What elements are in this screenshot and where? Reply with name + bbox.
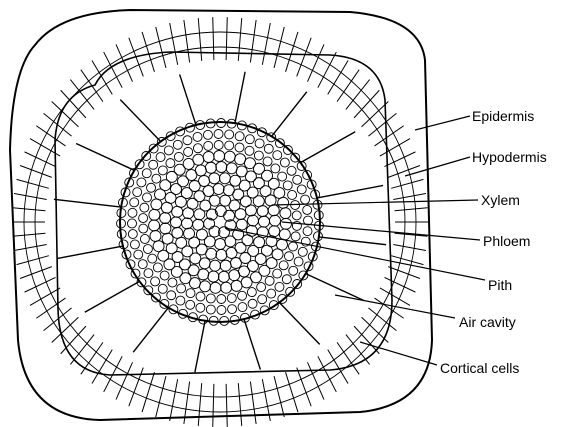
cell-wall [213, 17, 214, 60]
cortical-partition [235, 72, 245, 123]
label-air-cavity: Air cavity [459, 314, 516, 330]
cortical-partition [120, 100, 160, 142]
cell-wall [375, 298, 404, 318]
cell-wall [156, 27, 166, 68]
cell-wall [384, 277, 415, 292]
cell-wall [198, 383, 201, 426]
cell-wall [395, 208, 428, 211]
cell-wall [391, 179, 423, 188]
cell-wall [297, 368, 311, 407]
label-hypodermis: Hypodermis [472, 149, 547, 165]
cell-wall [393, 193, 426, 199]
cell-wall [20, 267, 52, 279]
cortical-partition [85, 281, 140, 312]
cortical-partition [279, 302, 319, 344]
cortical-partition [319, 237, 386, 245]
cortical-partition [317, 185, 383, 197]
labels: Epidermis Hypodermis Xylem Phloem Pith A… [440, 108, 547, 376]
cell-wall [250, 382, 256, 424]
cell-wall [274, 27, 284, 68]
cell-wall [250, 20, 256, 62]
cell-wall [262, 23, 270, 65]
cortical-partition [57, 246, 123, 258]
cell-wall [184, 20, 190, 62]
cortical-partition [54, 199, 121, 207]
cell-wall [17, 179, 49, 188]
cell-wall [170, 379, 178, 421]
cortical-partition [306, 274, 364, 301]
cell-wall [20, 165, 52, 177]
cell-wall [384, 152, 415, 167]
leader-air-cavity [335, 295, 455, 318]
cell-wall [238, 18, 241, 61]
cell-wall [393, 245, 426, 251]
cell-wall [391, 256, 423, 265]
cell-wall [142, 32, 154, 72]
label-xylem: Xylem [481, 192, 520, 208]
cell-wall [25, 277, 56, 292]
cell-wall [286, 372, 298, 412]
cell-wall [226, 384, 227, 427]
cell-wall [13, 208, 46, 211]
cell-wall [14, 245, 47, 251]
cell-wall [17, 256, 49, 265]
cortical-partition [272, 92, 307, 137]
label-cortical-cells: Cortical cells [440, 360, 519, 376]
cell-wall [274, 376, 284, 417]
cell-wall [238, 383, 241, 426]
cell-wall [198, 18, 201, 61]
label-pith: Pith [488, 277, 512, 293]
cell-wall [286, 32, 298, 72]
cell-wall [25, 152, 56, 167]
cortical-partition [133, 308, 168, 353]
cell-wall [36, 298, 65, 318]
cortical-partition [180, 74, 196, 124]
cell-wall [14, 193, 47, 199]
cortical-partition [195, 321, 205, 372]
leader-hypodermis [405, 157, 470, 176]
label-epidermis: Epidermis [472, 108, 534, 124]
cell-wall [170, 23, 178, 65]
cell-wall [318, 356, 336, 392]
label-phloem: Phloem [483, 233, 530, 249]
cell-wall [129, 368, 143, 407]
cell-wall [156, 376, 166, 417]
cell-wall [318, 52, 336, 88]
cell-wall [36, 126, 65, 146]
cell-wall [375, 126, 404, 146]
cortical-partition [300, 132, 355, 163]
vascular-cylinder [117, 119, 324, 326]
cell-wall [142, 372, 154, 412]
cell-wall [388, 165, 420, 177]
leader-epidermis [415, 116, 470, 130]
cell-wall [129, 38, 143, 77]
cortical-partition [244, 319, 260, 369]
cell-wall [213, 384, 214, 427]
cortical-partition [76, 143, 134, 170]
leader-cortical-cells [360, 342, 437, 365]
cell-wall [297, 38, 311, 77]
cell-wall [13, 233, 46, 236]
cell-wall [388, 267, 420, 279]
